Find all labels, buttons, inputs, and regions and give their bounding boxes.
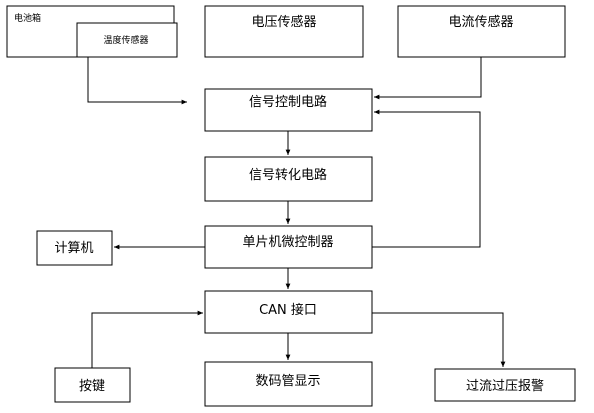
node-mcu: 单片机微控制器 — [204, 225, 373, 269]
computer-label: 计算机 — [54, 241, 93, 256]
node-display: 数码管显示 — [204, 361, 373, 407]
edge-can-to-alarm — [372, 312, 506, 367]
alarm-label: 过流过压报警 — [466, 378, 544, 394]
node-voltage-sensor: 电压传感器 — [204, 5, 364, 58]
node-current-sensor: 电流传感器 — [397, 5, 566, 58]
temp-sensor-label: 温度传感器 — [103, 34, 148, 46]
signal-control-label: 信号控制电路 — [249, 94, 327, 110]
button-label: 按键 — [79, 379, 105, 394]
edge-current-to-signal-control — [374, 57, 482, 100]
edge-mcu-feedback-to-signal-control — [372, 109, 481, 248]
display-label: 数码管显示 — [255, 374, 320, 389]
node-signal-convert: 信号转化电路 — [204, 156, 373, 202]
can-label: CAN 接口 — [259, 302, 317, 318]
current-sensor-label: 电流传感器 — [448, 14, 513, 30]
node-computer: 计算机 — [36, 230, 113, 266]
battery-box-label: 电池箱 — [14, 12, 41, 24]
signal-convert-label: 信号转化电路 — [249, 167, 327, 183]
node-temp-sensor: 温度传感器 — [76, 22, 178, 58]
node-signal-control: 信号控制电路 — [204, 88, 373, 132]
node-button: 按键 — [54, 367, 131, 403]
mcu-label: 单片机微控制器 — [242, 235, 333, 250]
node-can: CAN 接口 — [204, 290, 373, 334]
edge-button-to-can — [91, 310, 203, 368]
edge-temp-to-signal-control — [87, 57, 187, 105]
node-alarm: 过流过压报警 — [434, 368, 576, 402]
voltage-sensor-label: 电压传感器 — [251, 14, 316, 30]
